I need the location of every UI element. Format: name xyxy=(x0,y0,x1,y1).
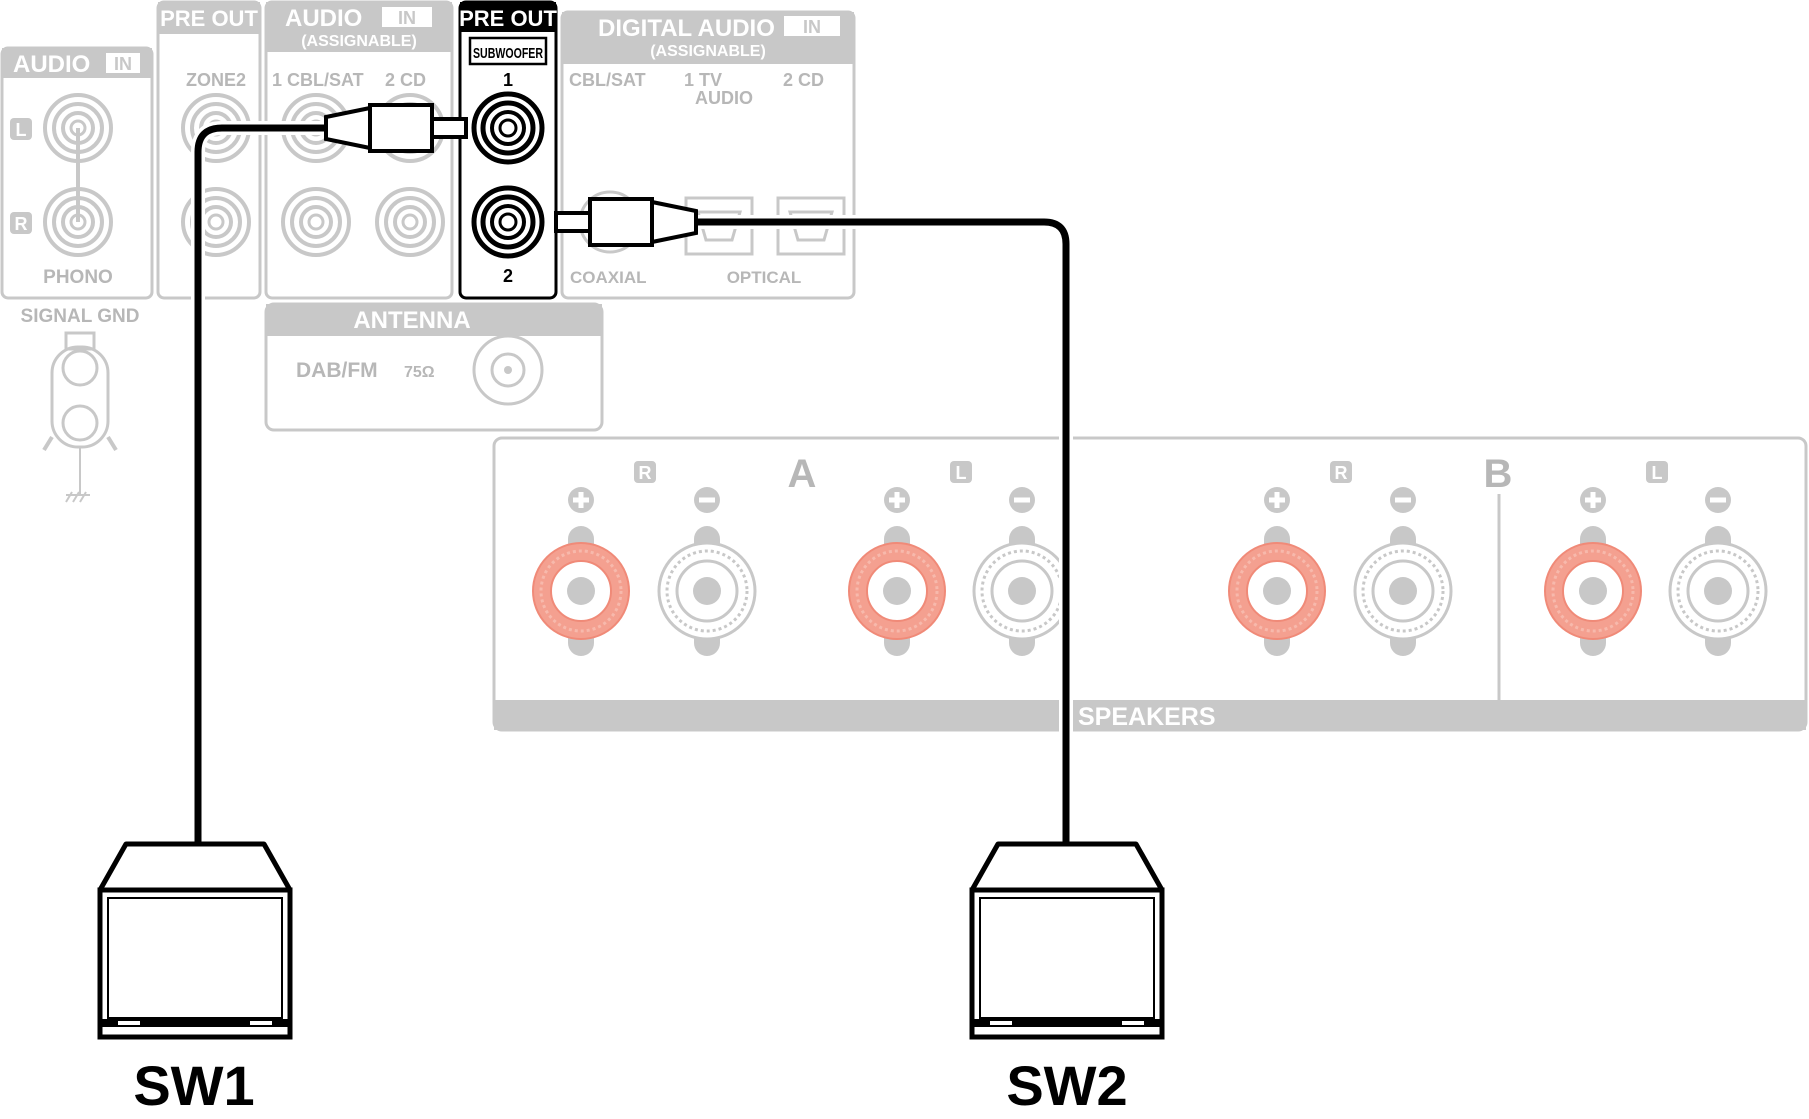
antenna-panel: ANTENNA DAB/FM 75Ω xyxy=(264,302,604,432)
minus-icon xyxy=(1390,487,1416,513)
pre-out-subwoofer-title: PRE OUT xyxy=(459,6,557,31)
digital-audio-title: DIGITAL AUDIO xyxy=(598,15,775,42)
svg-text:L: L xyxy=(956,463,967,483)
digital-audio-subtitle: (ASSIGNABLE) xyxy=(650,43,766,60)
svg-text:L: L xyxy=(1652,463,1663,483)
subwoofer-label: SUBWOOFER xyxy=(473,45,543,62)
pre-out-zone2-panel: PRE OUT ZONE2 xyxy=(156,0,262,300)
minus-icon xyxy=(1705,487,1731,513)
speakers-zone-a-label: A xyxy=(788,452,817,496)
cable-sw1 xyxy=(191,103,468,843)
minus-icon xyxy=(1009,487,1035,513)
antenna-impedance-label: 75Ω xyxy=(404,364,435,381)
zone-b-right-badge: R xyxy=(1330,461,1352,483)
digital-audio-badge: IN xyxy=(803,17,821,37)
audio-in-assignable-title: AUDIO xyxy=(285,5,362,32)
audio-in-cbl-label: 1 CBL/SAT xyxy=(272,70,364,90)
digital-cbl-sat-label: CBL/SAT xyxy=(569,70,646,90)
sw2-label: SW2 xyxy=(1006,1054,1127,1117)
subwoofer-sw1 xyxy=(97,841,293,1040)
speakers-title: SPEAKERS xyxy=(1078,703,1216,731)
phono-label: PHONO xyxy=(43,267,113,288)
svg-text:R: R xyxy=(639,463,652,483)
optical-label: OPTICAL xyxy=(727,268,802,287)
svg-text:R: R xyxy=(1335,463,1348,483)
signal-gnd-label: SIGNAL GND xyxy=(21,306,140,327)
zone-b-left-badge: L xyxy=(1646,461,1668,483)
digital-tv-label: 1 TV xyxy=(684,70,722,90)
signal-gnd: SIGNAL GND xyxy=(21,306,140,503)
digital-tv-audio-label: AUDIO xyxy=(695,88,753,108)
cable-sw2 xyxy=(554,197,1073,843)
minus-icon xyxy=(694,487,720,513)
phono-left-label: L xyxy=(16,120,27,140)
phono-right-label: R xyxy=(15,214,28,234)
coaxial-label: COAXIAL xyxy=(570,268,647,287)
plus-icon xyxy=(1264,487,1290,513)
subwoofer-port2-label: 2 xyxy=(503,266,513,286)
zone-a-left-badge: L xyxy=(950,461,972,483)
antenna-jack xyxy=(472,334,544,406)
zone-a-right-badge: R xyxy=(634,461,656,483)
antenna-title: ANTENNA xyxy=(353,307,470,334)
pre-out-subwoofer-panel: PRE OUT SUBWOOFER 1 2 xyxy=(458,0,558,300)
speakers-zone-b-label: B xyxy=(1484,452,1513,496)
digital-cd-label: 2 CD xyxy=(783,70,824,90)
subwoofer-port1-label: 1 xyxy=(503,70,513,90)
audio-in-phono-badge: IN xyxy=(114,54,132,74)
subwoofer-sw2 xyxy=(969,841,1165,1040)
pre-out-zone2-title: PRE OUT xyxy=(160,6,258,31)
zone2-label: ZONE2 xyxy=(186,70,246,90)
audio-in-assignable-subtitle: (ASSIGNABLE) xyxy=(301,33,417,50)
sw1-label: SW1 xyxy=(133,1054,254,1117)
plus-icon xyxy=(1580,487,1606,513)
audio-in-phono-panel: AUDIO IN L R PHONO xyxy=(0,46,154,300)
audio-in-cd-label: 2 CD xyxy=(385,70,426,90)
plus-icon xyxy=(884,487,910,513)
digital-audio-panel: DIGITAL AUDIO IN (ASSIGNABLE) CBL/SAT 1 … xyxy=(560,10,856,300)
audio-in-phono-title: AUDIO xyxy=(13,51,90,78)
audio-in-assignable-badge: IN xyxy=(398,8,416,28)
speakers-panel: SPEAKERS A B R L R L xyxy=(492,436,1808,732)
plus-icon xyxy=(568,487,594,513)
audio-in-assignable-panel: AUDIO IN (ASSIGNABLE) 1 CBL/SAT 2 CD xyxy=(264,0,454,300)
antenna-dabfm-label: DAB/FM xyxy=(296,359,378,382)
